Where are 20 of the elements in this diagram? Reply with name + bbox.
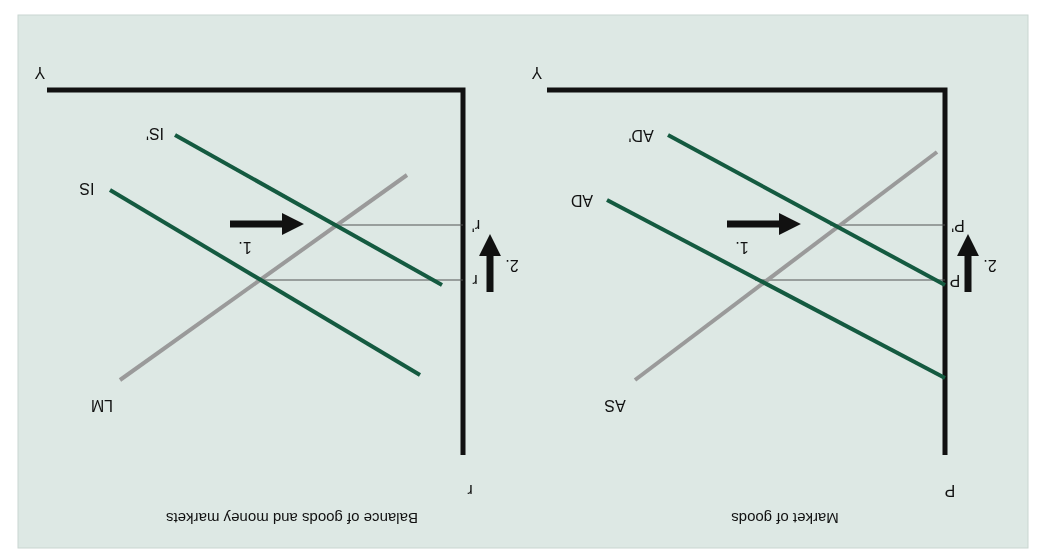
- step-number: 2.: [505, 257, 519, 273]
- axis-label: P: [949, 272, 961, 288]
- curve-label: IS: [79, 180, 95, 196]
- curve-label: AS: [604, 397, 626, 413]
- step-number: 2.: [983, 257, 997, 273]
- panel-title: Market of goods: [731, 510, 839, 526]
- curve-label: IS': [145, 125, 165, 141]
- curve-label: LM: [90, 397, 114, 413]
- axis-label: r': [471, 217, 481, 233]
- axis-label: r: [467, 482, 473, 498]
- axis-label: P: [944, 482, 956, 498]
- axis-label: P': [951, 217, 965, 233]
- axis-label: Y: [34, 64, 46, 80]
- panel-title: Balance of goods and money markets: [166, 510, 418, 526]
- step-number: 1.: [238, 239, 252, 255]
- curve-label: AD: [570, 192, 594, 208]
- axis-label: r: [472, 272, 478, 288]
- curve-label: AD': [628, 127, 654, 143]
- step-number: 1.: [735, 239, 749, 255]
- axis-label: Y: [531, 64, 543, 80]
